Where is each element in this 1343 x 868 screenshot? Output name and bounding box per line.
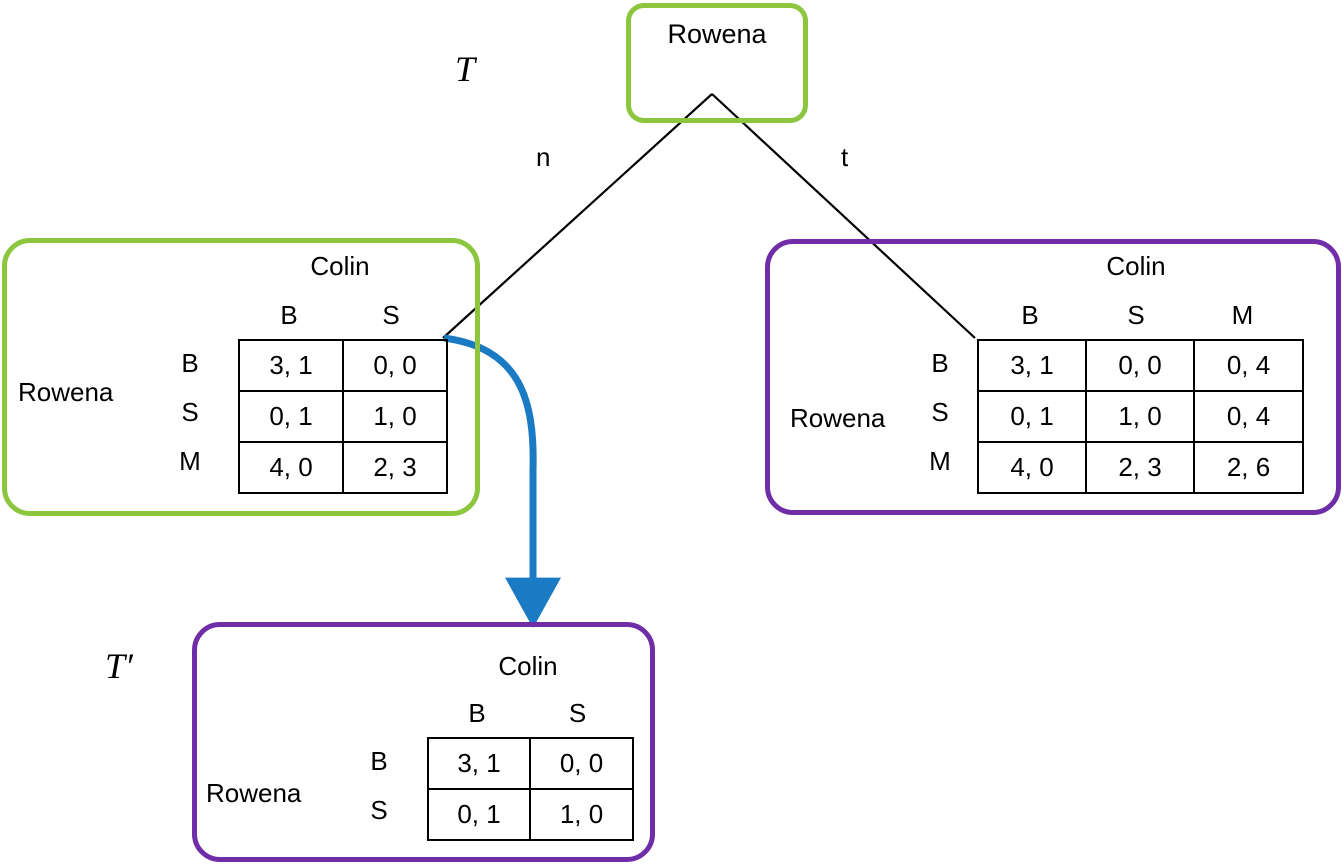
left-cell-0-0[interactable]: 3, 1 — [238, 339, 344, 392]
reduced-col-header-1: S — [568, 698, 587, 728]
left-col-header-0: B — [280, 300, 298, 330]
tree-label-T-prime: T′ — [105, 646, 133, 686]
right-cell-2-2[interactable]: 2, 6 — [1193, 441, 1304, 494]
right-cell-1-1[interactable]: 1, 0 — [1085, 390, 1195, 443]
reduced-cell-1-0[interactable]: 0, 1 — [427, 788, 531, 841]
left-cell-2-1[interactable]: 2, 3 — [342, 441, 448, 494]
table-row: 0, 1 1, 0 — [238, 390, 448, 443]
reduced-row-player-label: Rowena — [206, 778, 302, 808]
right-cell-2-1[interactable]: 2, 3 — [1085, 441, 1195, 494]
left-col-headers: B S — [238, 300, 442, 331]
table-row: 0, 1 1, 0 0, 4 — [977, 390, 1304, 443]
right-col-headers: B S M — [977, 300, 1296, 331]
reduced-payoff-matrix[interactable]: 3, 1 0, 0 0, 1 1, 0 — [427, 737, 634, 841]
reduced-game-panel[interactable] — [192, 622, 655, 862]
left-row-headers: B S M — [168, 339, 212, 486]
right-row-headers: B S M — [920, 339, 960, 486]
root-node[interactable]: Rowena — [626, 3, 808, 123]
right-cell-1-2[interactable]: 0, 4 — [1193, 390, 1304, 443]
reduced-col-header-0: B — [468, 698, 486, 728]
right-col-player-label: Colin — [1106, 251, 1166, 281]
right-col-header-1: S — [1127, 300, 1145, 330]
left-col-player-label: Colin — [310, 251, 370, 281]
left-row-header-0: B — [181, 348, 199, 378]
reduced-cell-0-0[interactable]: 3, 1 — [427, 737, 531, 790]
right-row-header-1: S — [931, 397, 949, 427]
tree-label-T: T — [455, 49, 476, 89]
edge-label-t: t — [841, 142, 849, 172]
tree-edge-n — [442, 93, 713, 339]
left-row-header-2: M — [179, 446, 201, 476]
left-payoff-matrix[interactable]: 3, 1 0, 0 0, 1 1, 0 4, 0 2, 3 — [238, 339, 448, 494]
table-row: 4, 0 2, 3 — [238, 441, 448, 494]
table-row: 3, 1 0, 0 — [427, 737, 634, 790]
left-cell-0-1[interactable]: 0, 0 — [342, 339, 448, 392]
right-payoff-matrix[interactable]: 3, 1 0, 0 0, 4 0, 1 1, 0 0, 4 4, 0 2, 3 … — [977, 339, 1304, 494]
left-cell-2-0[interactable]: 4, 0 — [238, 441, 344, 494]
right-subgame-panel[interactable] — [765, 239, 1341, 515]
table-row: 3, 1 0, 0 0, 4 — [977, 339, 1304, 392]
reduced-col-headers: B S — [427, 698, 628, 729]
root-node-label: Rowena — [667, 19, 767, 49]
left-cell-1-0[interactable]: 0, 1 — [238, 390, 344, 443]
edge-label-n: n — [536, 142, 551, 172]
right-row-header-0: B — [931, 348, 949, 378]
right-row-player-label: Rowena — [790, 403, 886, 433]
right-cell-0-1[interactable]: 0, 0 — [1085, 339, 1195, 392]
right-cell-0-2[interactable]: 0, 4 — [1193, 339, 1304, 392]
reduced-row-header-0: B — [370, 746, 388, 776]
left-row-player-label: Rowena — [18, 377, 114, 407]
reduced-row-headers: B S — [357, 737, 401, 835]
reduced-row-header-1: S — [370, 795, 388, 825]
table-row: 3, 1 0, 0 — [238, 339, 448, 392]
left-col-header-1: S — [382, 300, 400, 330]
right-cell-1-0[interactable]: 0, 1 — [977, 390, 1087, 443]
left-subgame-panel[interactable] — [2, 238, 480, 516]
reduced-cell-0-1[interactable]: 0, 0 — [529, 737, 634, 790]
right-col-header-2: M — [1231, 300, 1254, 330]
reduced-col-player-label: Colin — [498, 651, 558, 681]
right-cell-2-0[interactable]: 4, 0 — [977, 441, 1087, 494]
right-col-header-0: B — [1021, 300, 1039, 330]
reduced-cell-1-1[interactable]: 1, 0 — [529, 788, 634, 841]
right-cell-0-0[interactable]: 3, 1 — [977, 339, 1087, 392]
left-cell-1-1[interactable]: 1, 0 — [342, 390, 448, 443]
left-row-header-1: S — [181, 397, 199, 427]
table-row: 4, 0 2, 3 2, 6 — [977, 441, 1304, 494]
table-row: 0, 1 1, 0 — [427, 788, 634, 841]
right-row-header-2: M — [929, 446, 951, 476]
